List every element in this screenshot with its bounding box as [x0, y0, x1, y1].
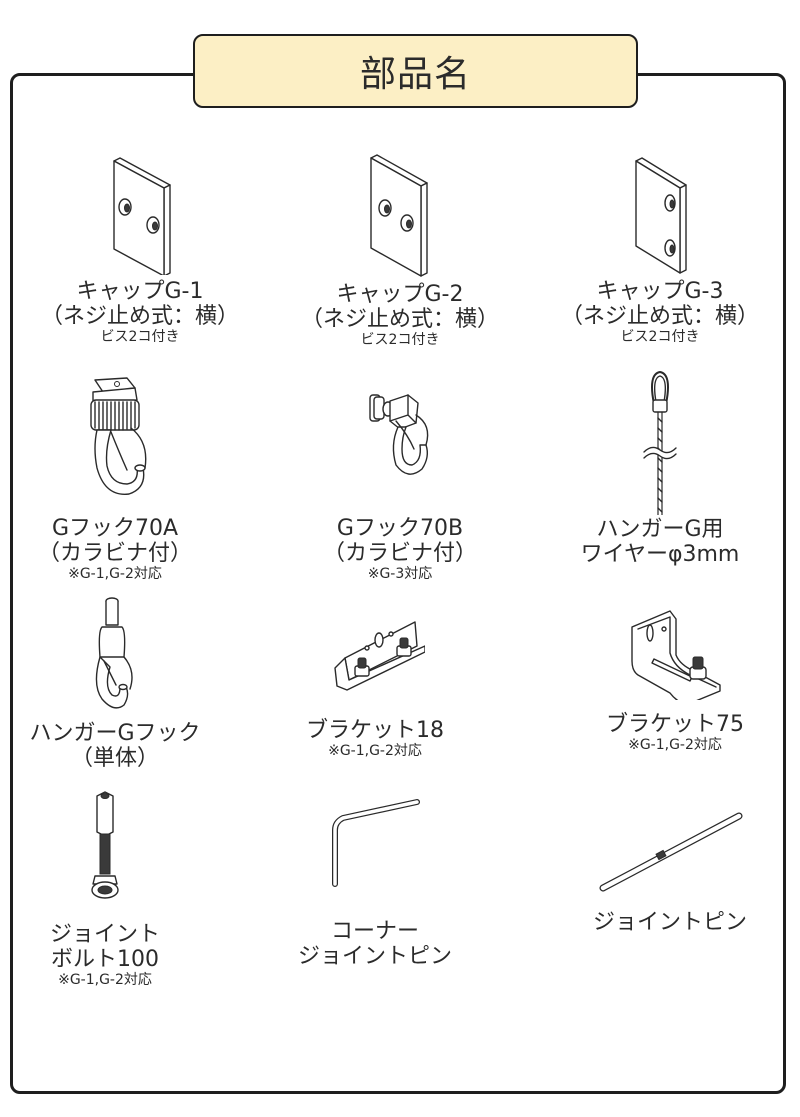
- part-name: Gフック70B: [336, 516, 464, 541]
- part-note: ※G-1,G-2対応: [328, 743, 422, 759]
- part-note: ビス2コ付き: [360, 332, 440, 348]
- hook-icon: [369, 394, 429, 475]
- part-note: ビス2コ付き: [100, 329, 180, 345]
- part-subname: ボルト100: [51, 947, 159, 972]
- hanger-hook-icon: [95, 597, 133, 709]
- page-title: 部品名: [359, 54, 471, 95]
- part-corner-joint-pin: コーナー ジョイントピン: [270, 798, 480, 969]
- part-cap-g1: キャップG-1 （ネジ止め式：横） ビス2コ付き: [10, 155, 270, 345]
- part-name: ハンガーG用: [596, 517, 724, 542]
- part-joint-bolt-100: ジョイント ボルト100 ※G-1,G-2対応: [0, 790, 210, 988]
- part-note: ※G-3対応: [367, 566, 433, 582]
- part-note: ※G-1,G-2対応: [628, 737, 722, 753]
- part-note: ビス2コ付き: [620, 329, 700, 345]
- part-note: ※G-1,G-2対応: [58, 972, 152, 988]
- hook-icon: [90, 377, 147, 495]
- part-subname: （ネジ止め式：横）: [560, 304, 759, 329]
- part-bracket-75: ブラケット75 ※G-1,G-2対応: [570, 605, 780, 753]
- straight-pin-icon: [599, 812, 743, 892]
- part-subname: ジョイントピン: [297, 944, 452, 969]
- part-name: ジョイント: [49, 922, 160, 947]
- part-note: ※G-1,G-2対応: [68, 566, 162, 582]
- cap-plate-icon: [113, 157, 171, 275]
- part-hanger-g-hook: ハンガーGフック （単体）: [10, 595, 220, 771]
- part-subname: （カラビナ付）: [322, 541, 477, 566]
- part-name: キャップG-3: [596, 279, 724, 304]
- joint-bolt-icon: [91, 791, 119, 899]
- part-cap-g3: キャップG-3 （ネジ止め式：横） ビス2コ付き: [530, 155, 790, 345]
- part-name: キャップG-2: [336, 282, 464, 307]
- part-name: Gフック70A: [51, 516, 179, 541]
- part-subname: （ネジ止め式：横）: [40, 304, 239, 329]
- part-g-hook-70a: Gフック70A （カラビナ付） ※G-1,G-2対応: [10, 372, 220, 582]
- part-subname: （ネジ止め式：横）: [300, 307, 499, 332]
- title-banner: 部品名: [193, 34, 638, 108]
- part-name: コーナー: [330, 919, 419, 944]
- part-name: ブラケット18: [306, 718, 444, 743]
- part-subname: ワイヤーφ3mm: [580, 542, 740, 567]
- wire-icon: [643, 371, 677, 515]
- bent-pin-icon: [332, 799, 420, 887]
- cap-plate-icon: [635, 157, 687, 274]
- part-name: ハンガーGフック: [29, 721, 201, 746]
- cap-plate-icon: [370, 154, 428, 277]
- part-name: ジョイントピン: [592, 910, 747, 935]
- part-joint-pin: ジョイントピン: [560, 808, 780, 935]
- l-bracket-icon: [631, 610, 721, 700]
- part-bracket-18: ブラケット18 ※G-1,G-2対応: [270, 610, 480, 759]
- part-hanger-wire: ハンガーG用 ワイヤーφ3mm: [530, 370, 790, 567]
- part-subname: （単体）: [70, 746, 159, 771]
- part-cap-g2: キャップG-2 （ネジ止め式：横） ビス2コ付き: [270, 153, 530, 348]
- part-subname: （カラビナ付）: [37, 541, 192, 566]
- part-g-hook-70b: Gフック70B （カラビナ付） ※G-3対応: [270, 385, 530, 582]
- part-name: キャップG-1: [76, 279, 204, 304]
- part-name: ブラケット75: [606, 712, 744, 737]
- angle-bracket-icon: [334, 621, 425, 691]
